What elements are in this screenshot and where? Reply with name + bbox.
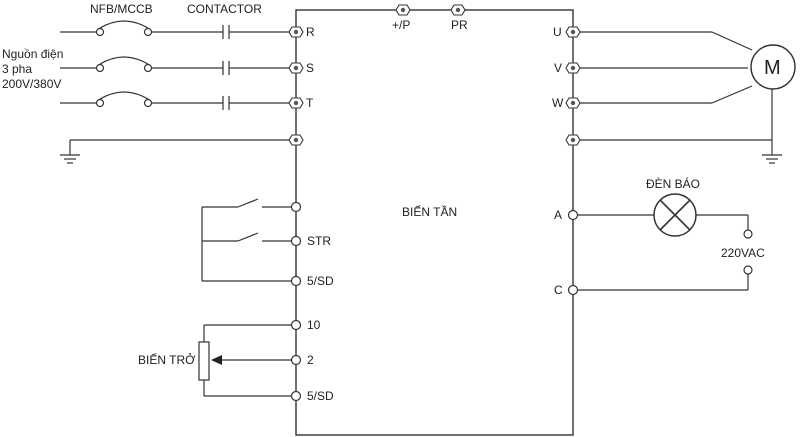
phase-line-r [60, 20, 296, 39]
terminal-pr-label: PR [451, 18, 468, 32]
terminal-w [565, 97, 581, 109]
terminal-a [567, 209, 579, 221]
terminal-str [290, 235, 302, 247]
motor-label: M [764, 57, 781, 79]
phase-line-s [60, 56, 296, 75]
terminal-t [288, 97, 304, 109]
terminal-w-label: W [552, 96, 564, 110]
terminal-p-label: +/P [392, 18, 410, 32]
start-switches [201, 198, 292, 282]
potentiometer [198, 324, 291, 397]
terminal-sd-1-label: 5/SD [307, 274, 334, 288]
terminal-v [565, 62, 581, 74]
terminal-u [565, 26, 581, 38]
terminal-s-label: S [306, 61, 314, 75]
terminal-ground-out [565, 134, 581, 146]
motor-symbol [750, 44, 796, 90]
inverter-box [295, 9, 574, 436]
indicator-lamp-icon [653, 193, 697, 237]
terminal-r-label: R [306, 25, 315, 39]
terminal-fwd [290, 201, 302, 213]
terminal-10 [290, 319, 302, 331]
terminal-t-label: T [306, 96, 314, 110]
terminal-sd-1 [290, 275, 302, 287]
power-source-label-3: 200V/380V [2, 77, 61, 91]
terminal-p [395, 4, 411, 16]
power-source-label-2: 3 pha [2, 62, 32, 76]
phase-line-t [60, 91, 296, 110]
terminal-pr [450, 4, 466, 16]
lamp-label: ĐÈN BÁO [646, 176, 700, 191]
terminal-ground-in [288, 134, 304, 146]
inverter-label: BIẾN TẦN [402, 204, 457, 219]
terminal-a-label: A [554, 208, 562, 222]
terminal-u-label: U [553, 25, 562, 39]
terminal-c [567, 284, 579, 296]
terminal-10-label: 10 [307, 318, 321, 332]
power-source-label-1: Nguồn điện [2, 47, 63, 61]
terminal-sd-2 [290, 390, 302, 402]
ac-supply-label: 220VAC [721, 246, 765, 260]
terminal-s [288, 62, 304, 74]
contactor-label: CONTACTOR [187, 2, 262, 16]
potentiometer-label: BIẾN TRỞ [138, 352, 196, 367]
terminal-2-label: 2 [307, 353, 314, 367]
input-ground [60, 139, 296, 164]
terminal-v-label: V [554, 61, 562, 75]
terminal-r [288, 26, 304, 38]
terminal-str-label: STR [307, 234, 331, 248]
terminal-2 [290, 354, 302, 366]
lamp-circuit [578, 214, 753, 291]
motor-wiring [580, 31, 782, 164]
terminal-sd-2-label: 5/SD [307, 389, 334, 403]
terminal-c-label: C [554, 283, 563, 297]
breaker-label: NFB/MCCB [90, 2, 153, 16]
